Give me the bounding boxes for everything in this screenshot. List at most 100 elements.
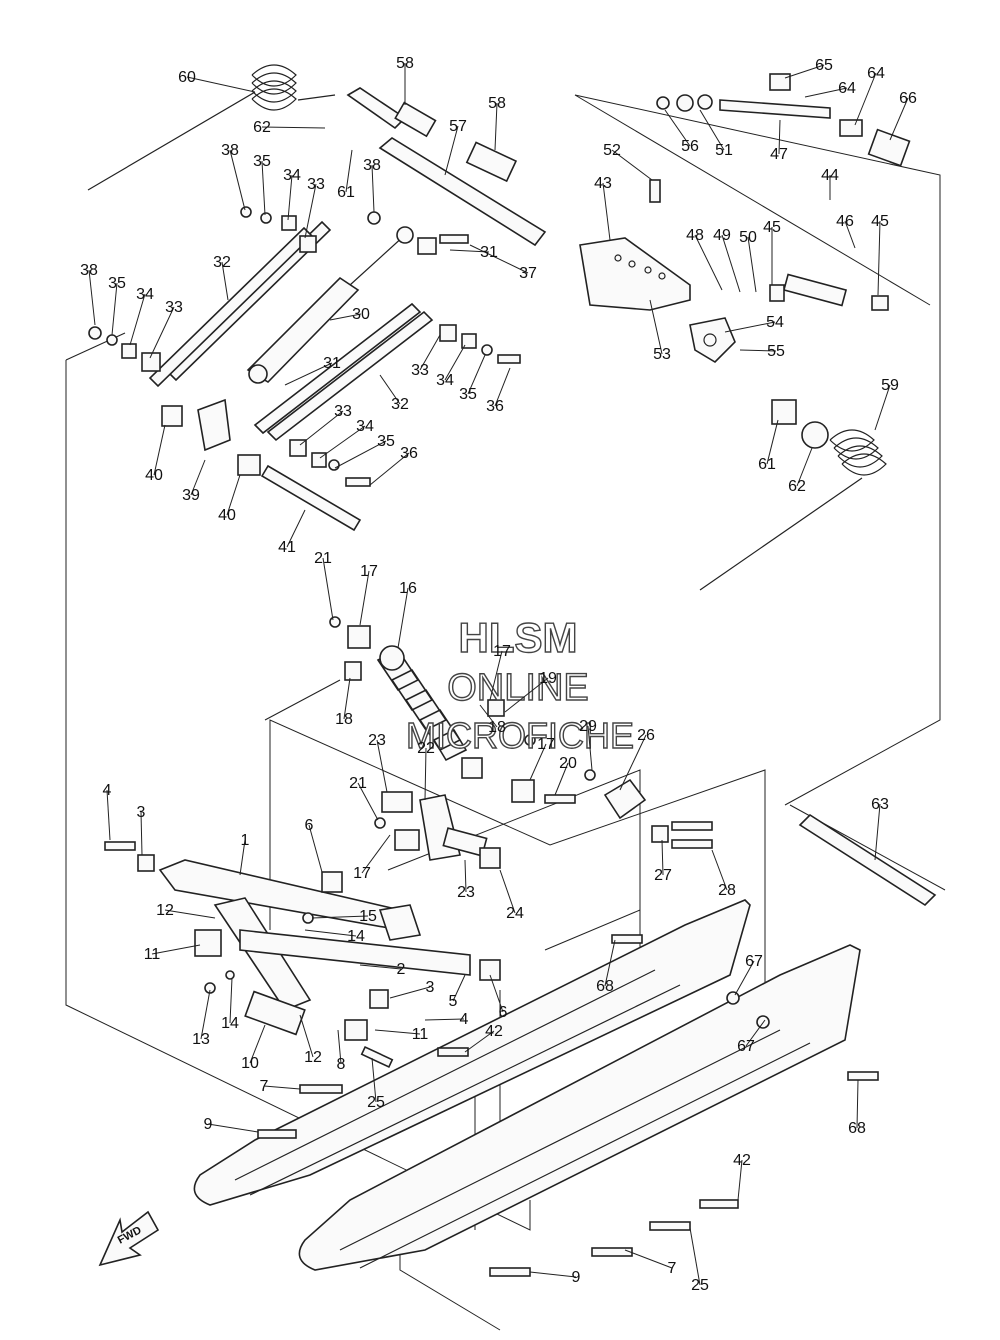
part-callout: 38 — [221, 142, 239, 159]
leader-line — [229, 977, 233, 1024]
part-callout: 60 — [178, 69, 196, 86]
part-callout: 40 — [218, 507, 236, 524]
leader-line — [856, 1079, 859, 1129]
part-callout: 39 — [182, 487, 200, 504]
leader-line — [379, 374, 401, 405]
part-callout: 64 — [867, 65, 885, 82]
part-callout: 21 — [349, 775, 367, 792]
part-callout: 63 — [871, 796, 889, 813]
part-callout: 51 — [715, 142, 733, 159]
leader-line — [661, 839, 664, 876]
leader-line — [444, 125, 459, 176]
leader-line — [874, 803, 881, 861]
part-callout: 43 — [594, 175, 612, 192]
part-callout: 49 — [713, 227, 731, 244]
part-callout: 2 — [397, 961, 406, 978]
watermark: HLSM ONLINE MICROFICHE — [405, 613, 634, 756]
part-callout: 7 — [260, 1078, 269, 1095]
part-callout: 67 — [745, 953, 763, 970]
leader-line — [263, 1085, 301, 1090]
leader-line — [419, 334, 441, 371]
leader-line — [334, 440, 387, 469]
part-callout: 33 — [307, 176, 325, 193]
leader-line — [778, 119, 781, 155]
leader-line — [604, 939, 616, 987]
leader-line — [337, 1029, 342, 1065]
part-callout: 13 — [192, 1031, 210, 1048]
torsion-spring-right — [699, 399, 887, 591]
part-callout: 10 — [241, 1055, 259, 1072]
leader-line — [88, 269, 96, 326]
part-callout: 34 — [283, 167, 301, 184]
leader-line — [784, 64, 825, 79]
idler-link-26 — [487, 699, 713, 849]
part-callout: 11 — [144, 946, 161, 963]
leader-line — [261, 126, 326, 129]
leader-line — [844, 220, 856, 249]
watermark-line2: ONLINE — [447, 667, 588, 709]
part-callout: 59 — [881, 377, 899, 394]
part-callout: 27 — [654, 867, 672, 884]
leader-line — [357, 782, 379, 821]
part-callout: 46 — [836, 213, 854, 230]
leader-line — [444, 344, 466, 381]
leader-line — [226, 474, 241, 516]
leader-line — [619, 734, 647, 791]
part-callout: 33 — [334, 403, 352, 420]
leader-line — [153, 424, 166, 476]
upper-shock — [246, 226, 414, 384]
leader-line — [261, 160, 266, 216]
leader-line — [464, 859, 467, 893]
leader-line — [529, 1271, 577, 1278]
leader-line — [796, 447, 813, 487]
leader-line — [479, 704, 498, 728]
right-shaft-63 — [798, 813, 937, 907]
part-callout: 35 — [253, 153, 271, 170]
leader-line — [239, 839, 246, 876]
part-callout: 52 — [603, 142, 621, 159]
leader-line — [299, 1014, 314, 1058]
leader-line — [424, 1018, 465, 1021]
part-callout: 36 — [486, 398, 504, 415]
part-callout: 68 — [848, 1120, 866, 1137]
part-callout: 4 — [103, 782, 112, 799]
right-shaft-assembly — [656, 73, 911, 167]
leader-line — [649, 299, 663, 355]
part-callout: 28 — [718, 882, 736, 899]
leader-line — [299, 410, 344, 446]
part-callout: 58 — [396, 55, 414, 72]
leader-line — [711, 849, 728, 891]
part-callout: 32 — [213, 254, 231, 271]
part-callout: 15 — [359, 908, 377, 925]
rear-shock-coil — [329, 616, 483, 779]
part-callout: 20 — [559, 755, 577, 772]
part-callout: 3 — [137, 804, 146, 821]
part-callout: 23 — [368, 732, 386, 749]
part-callout: 33 — [411, 362, 429, 379]
leader-line — [724, 321, 776, 333]
part-callout: 12 — [304, 1049, 322, 1066]
leader-line — [467, 354, 486, 395]
part-callout: 16 — [399, 580, 417, 597]
part-callout: 37 — [519, 265, 537, 282]
part-callout: 4 — [460, 1011, 469, 1028]
leader-line — [221, 261, 229, 301]
leader-line — [287, 174, 293, 221]
leader-line — [149, 306, 175, 359]
leader-line — [734, 960, 755, 996]
part-callout: 25 — [691, 1277, 709, 1294]
leader-line — [689, 1227, 701, 1286]
part-callout: 35 — [459, 386, 477, 403]
leader-line — [624, 1249, 673, 1269]
part-callout: 14 — [221, 1015, 239, 1032]
part-callout: 25 — [367, 1094, 385, 1111]
leader-line — [129, 293, 146, 346]
leader-line — [494, 367, 511, 407]
part-callout: 45 — [871, 213, 889, 230]
leader-line — [452, 974, 466, 1002]
leader-line — [361, 834, 391, 874]
part-callout: 29 — [579, 718, 597, 735]
part-callout: 58 — [488, 95, 506, 112]
leader-line — [739, 349, 777, 352]
